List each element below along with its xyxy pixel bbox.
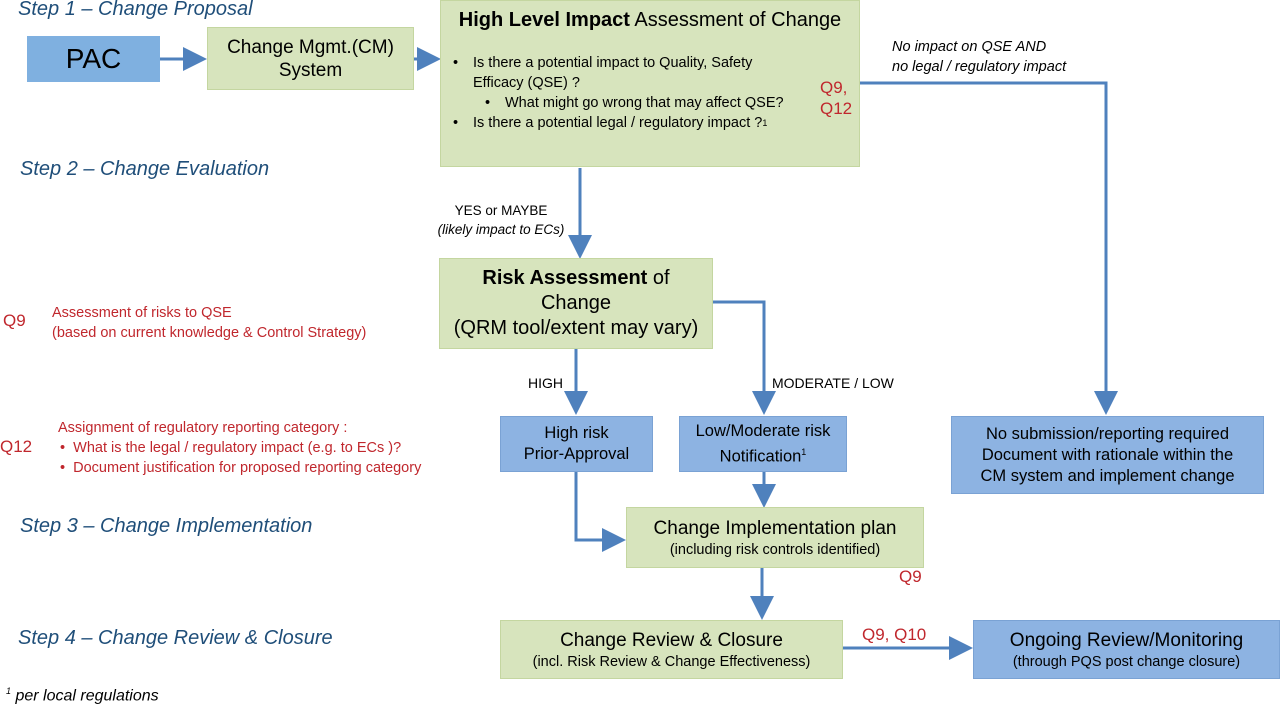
risk-assessment-box: Risk Assessment of Change (QRM tool/exte… bbox=[439, 258, 713, 349]
step4-heading: Step 4 – Change Review & Closure bbox=[18, 627, 333, 649]
impact-bullet-1: •Is there a potential impact to Quality,… bbox=[453, 55, 753, 91]
high-risk-box: High risk Prior-Approval bbox=[500, 416, 653, 472]
arrow-high-to-impl bbox=[574, 472, 626, 552]
ongoing-review-box: Ongoing Review/Monitoring (through PQS p… bbox=[973, 620, 1280, 679]
risk-line3: (QRM tool/extent may vary) bbox=[453, 317, 699, 339]
implementation-plan-box: Change Implementation plan (including ri… bbox=[626, 507, 924, 568]
impact-title-rest: Assessment of Change bbox=[629, 9, 842, 31]
cm-system-line2: System bbox=[278, 59, 343, 81]
cm-system-line1: Change Mgmt.(CM) bbox=[227, 36, 394, 58]
cm-system-box: Change Mgmt.(CM) System bbox=[207, 27, 414, 90]
footnote: 1 per local regulations bbox=[6, 686, 159, 705]
risk-title: Risk Assessment of bbox=[482, 267, 670, 289]
impact-questions: •Is there a potential impact to Quality,… bbox=[453, 53, 801, 133]
step3-heading: Step 3 – Change Implementation bbox=[20, 515, 313, 537]
impact-sub-bullet: •What might go wrong that may affect QSE… bbox=[485, 95, 784, 111]
impact-q-refs: Q9, Q12 bbox=[820, 78, 853, 118]
review-closure-box: Change Review & Closure (incl. Risk Revi… bbox=[500, 620, 843, 679]
arrow-no-impact bbox=[860, 81, 1118, 415]
no-submission-box: No submission/reporting required Documen… bbox=[951, 416, 1264, 494]
high-label: HIGH bbox=[528, 375, 563, 391]
q12-note: Assignment of regulatory reporting categ… bbox=[58, 420, 422, 476]
no-impact-label: No impact on QSE AND no legal / regulato… bbox=[892, 39, 1067, 75]
low-moderate-risk-box: Low/Moderate risk Notification1 bbox=[679, 416, 847, 472]
review-q-ref: Q9, Q10 bbox=[862, 625, 927, 644]
step1-heading: Step 1 – Change Proposal bbox=[18, 0, 253, 20]
yes-maybe-label: YES or MAYBE (likely impact to ECs) bbox=[437, 203, 565, 237]
q9-note-ref: Q9 bbox=[3, 311, 26, 330]
step2-heading: Step 2 – Change Evaluation bbox=[20, 158, 270, 180]
moderate-low-label: MODERATE / LOW bbox=[772, 375, 894, 391]
q12-note-ref: Q12 bbox=[0, 437, 33, 456]
q12-bullet-2: • Document justification for proposed re… bbox=[60, 460, 422, 476]
impact-assessment-box: High Level Impact Assessment of Change •… bbox=[440, 0, 860, 167]
impact-title-bold: High Level Impact bbox=[458, 9, 630, 31]
risk-line2: Change bbox=[540, 292, 612, 314]
pac-box: PAC bbox=[27, 36, 160, 82]
arrow-risk-to-low bbox=[712, 300, 776, 415]
q12-bullet-1: • What is the legal / regulatory impact … bbox=[60, 440, 402, 456]
pac-label: PAC bbox=[65, 43, 122, 74]
q9-note: Assessment of risks to QSE (based on cur… bbox=[52, 305, 367, 341]
impact-bullet-2: •Is there a potential legal / regulatory… bbox=[453, 115, 768, 131]
impl-q-ref: Q9 bbox=[899, 567, 922, 586]
impact-title: High Level Impact Assessment of Change bbox=[441, 9, 859, 32]
